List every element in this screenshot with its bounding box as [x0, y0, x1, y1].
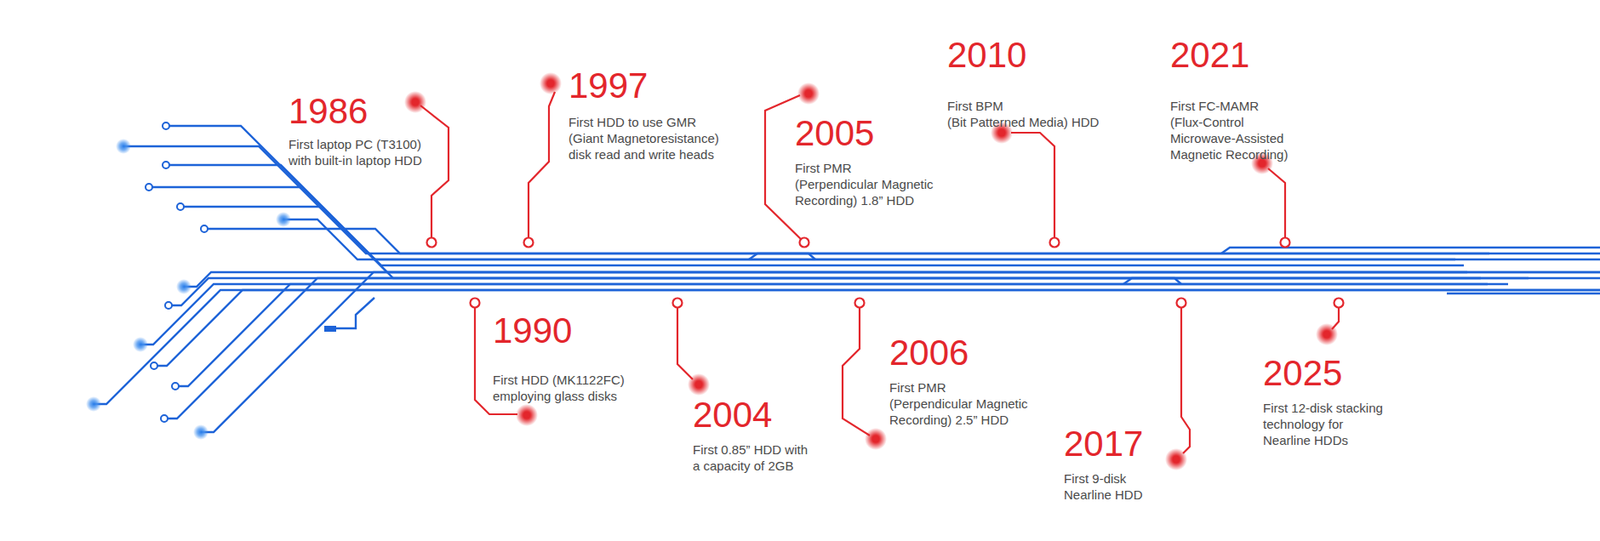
year-label: 2010 [947, 37, 1027, 74]
year-label: 1997 [568, 68, 648, 104]
bus-pin [673, 298, 683, 309]
trace [204, 228, 1490, 254]
year-label: 2004 [692, 397, 772, 434]
year-label: 2006 [889, 335, 969, 372]
bus-pin [800, 238, 810, 248]
trace [164, 278, 1529, 419]
trace [140, 284, 1488, 345]
glow-dot [176, 279, 192, 295]
trace-end [171, 382, 179, 390]
year-label: 2025 [1262, 355, 1343, 392]
glow-core [695, 381, 703, 389]
trace [200, 272, 1600, 433]
leader-line [677, 302, 693, 380]
bus-pin [855, 298, 865, 309]
glow-dot [115, 138, 132, 155]
milestone-text: First 9-disk Nearline HDD [1063, 470, 1143, 503]
leader-line [420, 105, 449, 243]
leader-line [528, 91, 555, 243]
glow-dot [132, 337, 149, 353]
trace-end [162, 122, 170, 130]
trace [168, 278, 1600, 306]
year-label: 2005 [794, 115, 875, 152]
glow-core [998, 129, 1006, 138]
glow-dot [1165, 448, 1188, 471]
trace [748, 253, 816, 260]
bus-pin [1280, 238, 1291, 248]
glow-core [411, 98, 420, 107]
year-label: 1990 [492, 313, 572, 349]
glow-dot [797, 82, 820, 105]
trace [1446, 292, 1600, 295]
glow-dot [404, 91, 427, 114]
glow-dot [275, 211, 292, 228]
glow-core [872, 435, 880, 444]
milestone-leaders [404, 72, 1344, 471]
trace [283, 219, 1600, 260]
glow-core [523, 411, 532, 420]
glow-core [1323, 331, 1332, 339]
bus-pin [470, 298, 480, 309]
trace [336, 297, 375, 329]
year-label: 2021 [1170, 37, 1250, 74]
glow-dot [85, 396, 102, 412]
trace [93, 290, 1600, 405]
glow-dot [1315, 323, 1338, 346]
leader-line [842, 302, 870, 436]
leader-line [1011, 132, 1055, 243]
milestone-text: First 12-disk stacking technology for Ne… [1262, 400, 1383, 449]
glow-core [805, 90, 813, 98]
glow-core [1172, 456, 1181, 464]
milestone-text: First HDD (MK1122FC) employing glass dis… [492, 371, 625, 405]
milestone-text: First FC-MAMR (Flux-Control Microwave-As… [1170, 97, 1288, 163]
bus-pin [427, 238, 437, 248]
year-label: 1986 [288, 93, 368, 130]
glow-dot [687, 373, 710, 396]
year-label: 2017 [1063, 426, 1143, 463]
trace-end [177, 203, 184, 211]
trace [1123, 278, 1182, 285]
trace [1221, 247, 1600, 254]
bus-pin [1334, 298, 1344, 309]
trace [154, 290, 1600, 366]
trace-end [162, 161, 170, 169]
glow-dot [864, 428, 887, 451]
trace-end [165, 302, 172, 309]
trace-end [160, 415, 168, 423]
milestone-text: First PMR (Perpendicular Magnetic Record… [889, 379, 1029, 429]
leader-line [1268, 168, 1286, 243]
glow-core [547, 80, 555, 88]
milestone-text: First BPM (Bit Patterned Media) HDD [947, 97, 1099, 131]
bus-pin [1050, 238, 1060, 248]
glow-dot [515, 404, 538, 427]
circuit-traces [85, 122, 1600, 440]
chip [324, 325, 337, 332]
glow-dot [539, 72, 562, 95]
trace-end [145, 183, 153, 191]
glow-dot [193, 424, 209, 440]
milestone-text: First 0.85” HDD with a capacity of 2GB [692, 441, 808, 475]
leader-line [1181, 302, 1190, 454]
bus-pin [1177, 298, 1187, 309]
bus-pin [524, 238, 534, 248]
milestone-text: First HDD to use GMR (Giant Magnetoresis… [568, 114, 720, 163]
milestone-text: First PMR (Perpendicular Magnetic Record… [794, 160, 934, 209]
trace-end [150, 362, 158, 370]
milestone-text: First laptop PC (T3100) with built-in la… [288, 136, 423, 169]
trace-end [200, 225, 208, 233]
